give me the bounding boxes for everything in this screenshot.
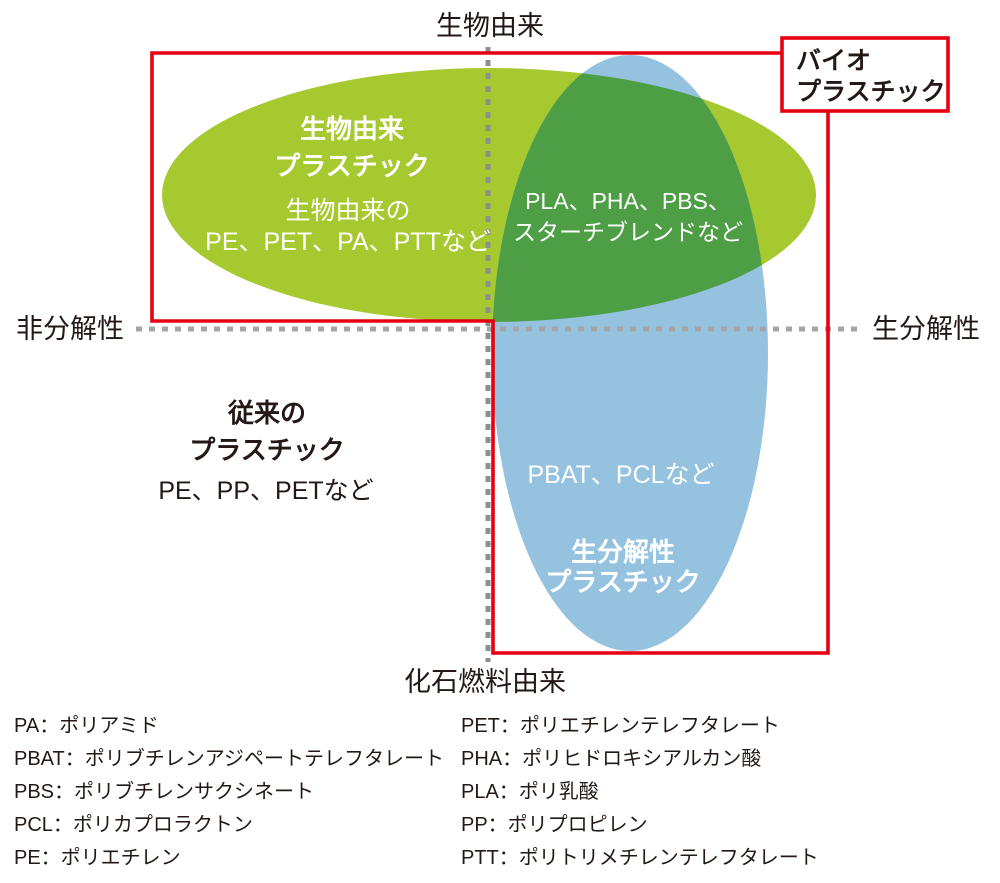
legend-item-pp: PP：ポリプロピレン [461, 814, 648, 836]
legend-item-pe: PE：ポリエチレン [14, 847, 181, 869]
biodegradable-region-title: 生分解性 プラスチック [545, 537, 701, 597]
conventional-region-items: PE、PP、PETなど [158, 477, 374, 505]
axis-label-top: 生物由来 [436, 11, 544, 41]
legend-item-pbs: PBS：ポリブチレンサクシネート [14, 781, 315, 803]
legend-right-column: PET：ポリエチレンテレフタレート PHA：ポリヒドロキシアルカン酸 PLA：ポ… [461, 710, 819, 875]
bio-derived-region-title: 生物由来 プラスチック [274, 114, 430, 181]
overlap-region-items: PLA、PHA、PBS、 スターチブレンドなど [513, 188, 743, 245]
legend-left-column: PA：ポリアミド PBAT：ポリブチレンアジペートテレフタレート PBS：ポリブ… [14, 710, 444, 875]
biodegradable-region-items: PBAT、PCLなど [527, 461, 715, 489]
legend-item-pcl: PCL：ポリカプロラクトン [14, 814, 253, 836]
legend-item-pha: PHA：ポリヒドロキシアルカン酸 [461, 748, 762, 770]
legend-item-pbat: PBAT：ポリブチレンアジペートテレフタレート [14, 748, 444, 770]
conventional-region-title: 従来の プラスチック [189, 398, 345, 465]
legend-item-ptt: PTT：ポリトリメチレンテレフタレート [461, 847, 819, 869]
axis-label-left: 非分解性 [16, 314, 124, 344]
legend-item-pa: PA：ポリアミド [14, 715, 159, 737]
legend-item-pet: PET：ポリエチレンテレフタレート [461, 715, 780, 737]
axis-label-right: 生分解性 [872, 314, 980, 344]
bioplastic-callout-label: バイオ プラスチック [796, 47, 946, 106]
bioplastic-label-box [780, 36, 950, 113]
legend-item-pla: PLA：ポリ乳酸 [461, 781, 599, 803]
bio-derived-region-items: 生物由来の PE、PET、PA、PTTなど [205, 197, 491, 256]
overlap-region [492, 68, 768, 322]
axis-label-bottom: 化石燃料由来 [404, 667, 566, 697]
